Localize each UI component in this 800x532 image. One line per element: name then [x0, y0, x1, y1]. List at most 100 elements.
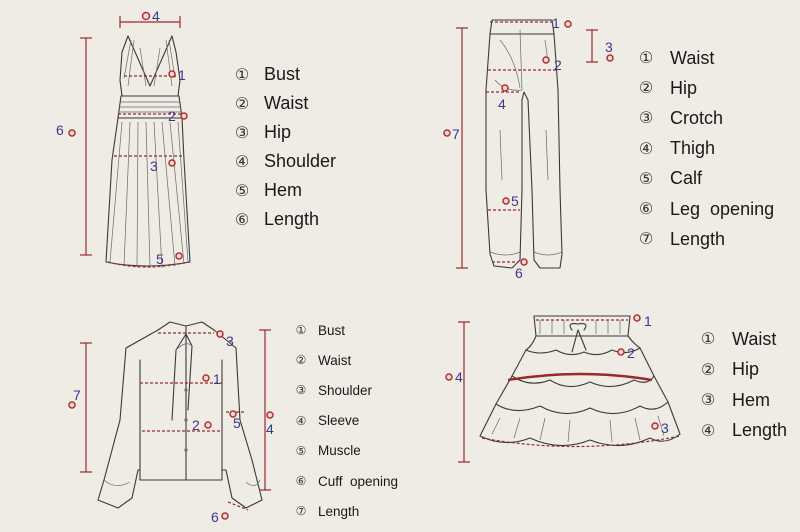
- jacket-marker-bust: 1: [213, 371, 221, 387]
- pants-marker-waist: 1: [552, 15, 560, 31]
- pants-marker-calf: 5: [511, 193, 519, 209]
- dress-marker-dot: [141, 11, 151, 21]
- skirt-marker-dot: [633, 314, 641, 322]
- dress-legend-label: Bust: [264, 64, 301, 84]
- skirt-legend-label: Waist: [732, 328, 777, 349]
- pants-marker-thigh: 4: [498, 96, 506, 112]
- skirt-marker-hem: 3: [661, 420, 669, 436]
- dress-marker-dot: [68, 129, 76, 137]
- pants-marker-dot: [606, 54, 614, 62]
- skirt-marker-waist: 1: [644, 313, 652, 329]
- dress-marker-hip: 3: [150, 158, 158, 174]
- pants-drawing: [485, 19, 563, 269]
- jacket-legend-label: Waist: [318, 352, 352, 368]
- skirt-diagram: 1 2 3 4: [445, 313, 681, 463]
- dress-marker-shoulder: 4: [152, 8, 160, 24]
- pants-marker-hip: 2: [554, 57, 562, 73]
- pants-legend-label: Thigh: [670, 138, 716, 159]
- jacket-legend-label: Sleeve: [318, 413, 360, 429]
- skirt-drawing: [479, 315, 681, 447]
- jacket-drawing: [97, 321, 263, 509]
- jacket-cuff-line: [227, 501, 249, 511]
- jacket-marker-dot: [266, 411, 274, 419]
- pants-marker-dot: [564, 20, 572, 28]
- jacket-legend-label: Shoulder: [318, 382, 373, 398]
- jacket-legend-label: Bust: [318, 322, 346, 338]
- jacket-marker-dot: [221, 512, 229, 520]
- pants-marker-dot: [542, 56, 550, 64]
- skirt-legend-label: Hem: [732, 389, 771, 410]
- skirt-marker-dot: [651, 422, 659, 430]
- skirt-legend-label: Hip: [732, 359, 760, 380]
- dress-marker-hem: 5: [156, 251, 164, 267]
- pants-marker-crotch: 3: [605, 39, 613, 55]
- pants-marker-dot: [520, 258, 528, 266]
- jacket-legend-label: Length: [318, 503, 360, 519]
- dress-legend-label: Hip: [264, 122, 292, 142]
- dress-marker-dot: [168, 70, 176, 78]
- dress-marker-dot: [180, 112, 188, 120]
- pants-marker-dot: [443, 129, 451, 137]
- dress-legend-label: Shoulder: [264, 151, 337, 171]
- dress-legend-label: Hem: [264, 180, 303, 200]
- pants-marker-dot: [501, 84, 509, 92]
- jacket-marker-shoulder: 3: [226, 333, 234, 349]
- jacket-marker-dot: [204, 421, 212, 429]
- pants-legend-label: Hip: [670, 77, 698, 98]
- skirt-marker-dot: [617, 348, 625, 356]
- pants-legend-label: Waist: [670, 47, 715, 68]
- skirt-marker-dot: [445, 373, 453, 381]
- jacket-diagram: 3 1 2 5 4 6 7: [68, 321, 274, 525]
- dress-legend-label: Length: [264, 209, 320, 229]
- jacket-marker-dot: [68, 401, 76, 409]
- skirt-marker-length: 4: [455, 369, 463, 385]
- dress-marker-dot: [175, 252, 183, 260]
- pants-legend-label: Calf: [670, 168, 703, 189]
- jacket-legend-label: Muscle: [318, 443, 361, 459]
- skirt-hip-line: [507, 372, 653, 382]
- pants-legend-label: Length: [670, 228, 726, 249]
- dress-drawing: [105, 35, 191, 269]
- dress-diagram: 4 1 2 3 5 6: [56, 8, 191, 269]
- jacket-marker-waist: 2: [192, 417, 200, 433]
- dress-marker-dot: [168, 159, 176, 167]
- pants-marker-leg-opening: 6: [515, 265, 523, 281]
- jacket-marker-cuff-opening: 6: [211, 509, 219, 525]
- dress-marker-waist: 2: [168, 108, 176, 124]
- dress-marker-length: 6: [56, 122, 64, 138]
- jacket-marker-length: 7: [73, 387, 81, 403]
- jacket-marker-muscle: 5: [233, 415, 241, 431]
- pants-legend-label: Crotch: [670, 107, 724, 128]
- pants-marker-length: 7: [452, 126, 460, 142]
- dress-legend-label: Waist: [264, 93, 309, 113]
- jacket-marker-dot: [216, 330, 224, 338]
